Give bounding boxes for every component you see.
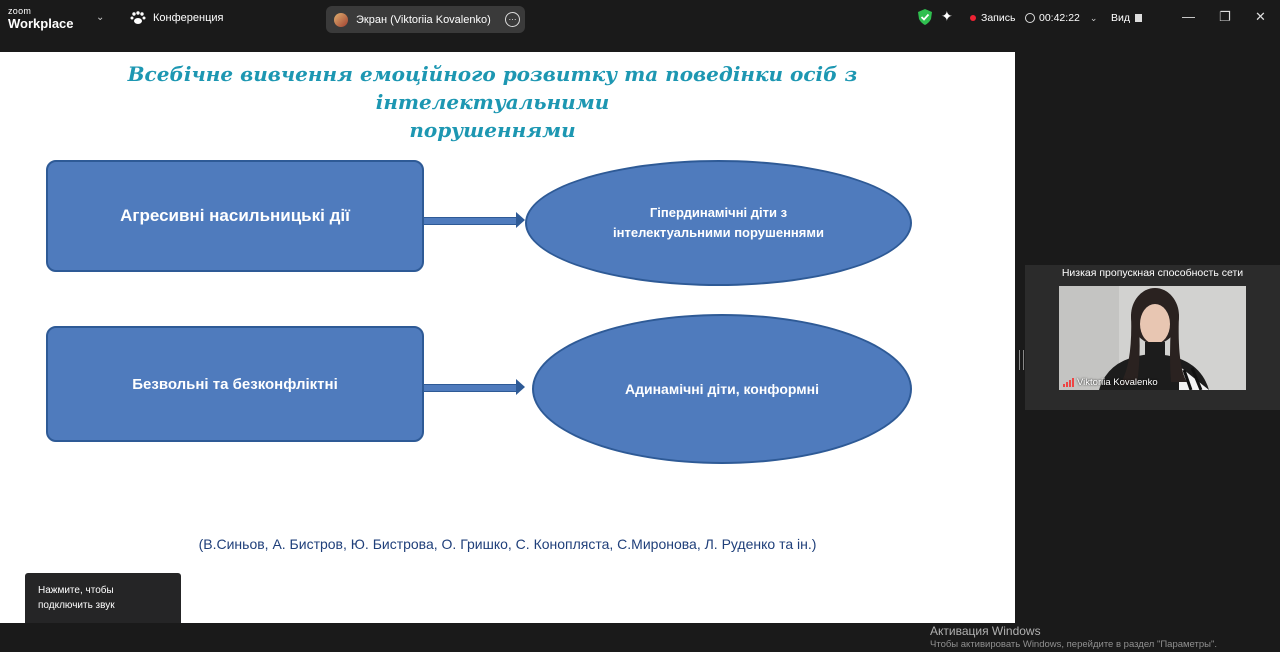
oval-hyperdynamic: Гіпердинамічні діти з інтелектуальними п… bbox=[525, 160, 912, 286]
recording-label: Запись bbox=[981, 12, 1016, 24]
slide-title-line1: Всебічне вивчення емоційного розвитку та… bbox=[127, 62, 858, 114]
windows-activation-watermark: Активация Windows Чтобы активировать Win… bbox=[930, 624, 1217, 652]
watermark-line1: Активация Windows bbox=[930, 624, 1041, 638]
box-passive-label: Безвольні та безконфліктні bbox=[132, 375, 338, 393]
restore-icon[interactable]: ❐ bbox=[1219, 9, 1231, 24]
timer-value: 00:42:22 bbox=[1039, 12, 1080, 24]
watermark-line2: Чтобы активировать Windows, перейдите в … bbox=[930, 639, 1217, 650]
chevron-down-icon: ⌄ bbox=[1089, 12, 1098, 23]
share-label: Экран (Viktoriia Kovalenko) bbox=[356, 13, 491, 26]
slide-title-line2: порушеннями bbox=[409, 118, 576, 142]
oval-adynamic-label: Адинамічні діти, конформні bbox=[625, 381, 819, 397]
top-bar: zoom Workplace ⌄ Конференция Экран (Vikt… bbox=[0, 0, 1280, 38]
box-aggressive-label: Агресивні насильницькі дії bbox=[120, 206, 350, 225]
arrow-2 bbox=[424, 379, 525, 395]
screen-share-pill[interactable]: Экран (Viktoriia Kovalenko) ··· bbox=[326, 6, 525, 33]
record-dot-icon bbox=[970, 15, 976, 21]
bottom-toolbar bbox=[0, 623, 1280, 647]
participant-photo bbox=[1059, 286, 1246, 390]
participant-name: Viktoriia Kovalenko bbox=[1077, 377, 1158, 388]
meeting-timer[interactable]: 00:42:22 ⌄ bbox=[1025, 12, 1097, 24]
panel-resize-handle[interactable] bbox=[1019, 350, 1024, 370]
oval-hyperdynamic-line1: Гіпердинамічні діти з bbox=[649, 205, 788, 220]
participant-video-panel[interactable]: Низкая пропускная способность сети Vikto… bbox=[1025, 265, 1280, 410]
meeting-menu[interactable]: Конференция bbox=[130, 11, 223, 25]
shield-check-icon[interactable] bbox=[918, 9, 932, 25]
tooltip-line2: подключить звук bbox=[38, 600, 115, 611]
participant-video[interactable]: Viktoriia Kovalenko bbox=[1059, 286, 1246, 390]
box-aggressive-actions: Агресивні насильницькі дії bbox=[46, 160, 424, 272]
oval-hyperdynamic-line2: інтелектуальними порушеннями bbox=[613, 225, 824, 240]
signal-bars-icon bbox=[1063, 378, 1074, 387]
view-layout-icon bbox=[1135, 14, 1145, 22]
slide-title: Всебічне вивчення емоційного розвитку та… bbox=[40, 60, 945, 144]
brand-name: Workplace bbox=[8, 16, 74, 31]
brand-small: zoom bbox=[8, 6, 32, 16]
sparkle-icon[interactable]: ✦ bbox=[941, 8, 953, 24]
clock-icon bbox=[1025, 13, 1035, 23]
box-passive: Безвольні та безконфліктні bbox=[46, 326, 424, 442]
more-options-icon[interactable]: ··· bbox=[505, 12, 520, 27]
participant-name-tag: Viktoriia Kovalenko bbox=[1063, 377, 1158, 388]
shared-slide: Всебічне вивчення емоційного розвитку та… bbox=[0, 52, 1015, 623]
network-warning: Низкая пропускная способность сети bbox=[1061, 267, 1244, 279]
join-audio-tooltip[interactable]: Нажмите, чтобы подключить звук bbox=[25, 573, 181, 634]
slide-authors: (В.Синьов, А. Бистров, Ю. Бистрова, О. Г… bbox=[198, 536, 817, 552]
tooltip-line1: Нажмите, чтобы bbox=[38, 585, 114, 596]
paw-icon bbox=[130, 11, 146, 24]
meeting-label: Конференция bbox=[153, 12, 224, 24]
sharer-avatar bbox=[334, 12, 348, 27]
close-icon[interactable]: ✕ bbox=[1255, 9, 1266, 24]
view-label: Вид bbox=[1111, 12, 1130, 24]
zoom-logo: zoom Workplace bbox=[8, 6, 74, 31]
oval-adynamic: Адинамічні діти, конформні bbox=[532, 314, 912, 464]
minimize-icon[interactable]: — bbox=[1182, 9, 1195, 24]
arrow-1 bbox=[424, 212, 525, 228]
chevron-down-icon[interactable]: ⌄ bbox=[96, 12, 105, 23]
view-menu[interactable]: Вид bbox=[1111, 12, 1145, 24]
recording-indicator[interactable]: Запись bbox=[970, 12, 1015, 24]
